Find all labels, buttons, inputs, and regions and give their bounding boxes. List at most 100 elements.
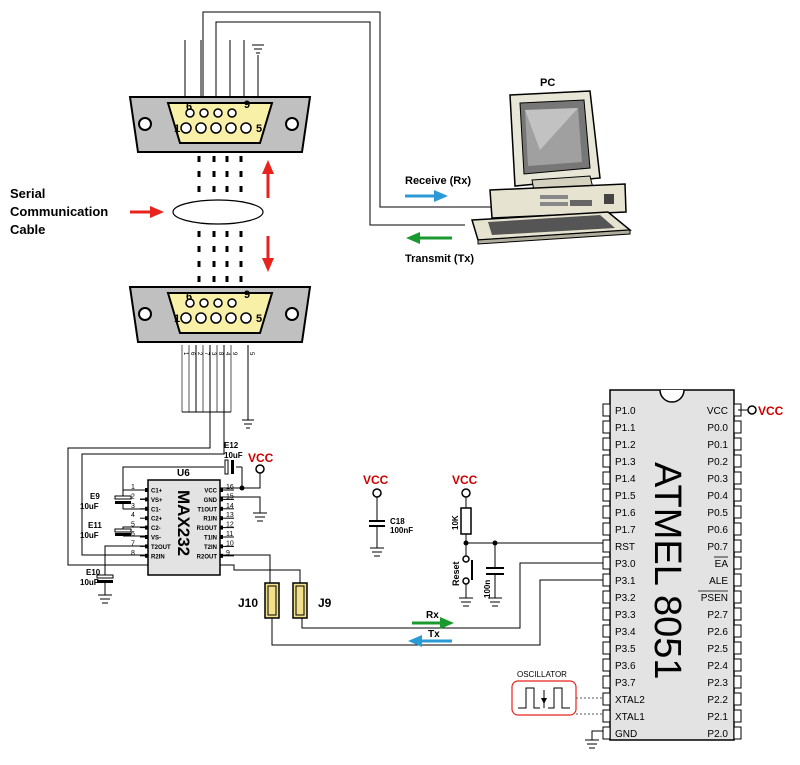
capacitor-e9: E9 10uF	[80, 492, 132, 511]
mcu-pin-right: P0.4	[707, 491, 728, 502]
max232-pin-number: 10	[226, 540, 234, 547]
max232-pin-number: 7	[131, 540, 135, 547]
mcu-pin-right: P2.7	[707, 610, 728, 621]
svg-text:E11: E11	[88, 521, 102, 530]
max232-pin-number: 8	[131, 550, 135, 557]
pin-label-1: 1	[174, 313, 180, 325]
mcu-pin-left: P3.5	[615, 644, 636, 655]
mcu-pin-left: P3.6	[615, 661, 636, 672]
serial-cable	[172, 156, 264, 284]
screw-hole	[138, 117, 152, 131]
max232-wiring	[67, 412, 605, 646]
mcu-pin-left: P3.1	[615, 576, 636, 587]
transmit-label: Transmit (Tx)	[405, 253, 474, 265]
reset-circuit: VCC 10K Reset 100n	[451, 473, 605, 607]
screw-hole	[285, 307, 299, 321]
max232-pin-name: T2IN	[204, 545, 217, 551]
max232-pin-name: GND	[204, 498, 218, 504]
mcu-pin-right: PSEN	[701, 593, 728, 604]
mcu-ground	[585, 730, 605, 749]
mcu-pin-right: P0.5	[707, 508, 728, 519]
max232-pin-name: VS-	[151, 536, 161, 542]
arrow-left-icon	[408, 635, 422, 647]
svg-text:100nF: 100nF	[390, 526, 413, 535]
mcu-pin-left: P3.2	[615, 593, 636, 604]
svg-text:100n: 100n	[483, 580, 492, 598]
max232-pin-number: 14	[226, 503, 234, 510]
svg-text:10uF: 10uF	[80, 531, 99, 540]
vcc-mcu: VCC	[738, 404, 784, 418]
max232-pin-name: R2OUT	[197, 554, 218, 560]
max232-pin-name: C1-	[151, 507, 161, 513]
arrow-up-icon	[262, 160, 274, 174]
svg-text:VCC: VCC	[452, 473, 478, 487]
max232-pin-name: T1OUT	[197, 507, 217, 513]
svg-text:J10: J10	[238, 596, 258, 610]
mcu-pin-right: P2.4	[707, 661, 728, 672]
max232-pin-name: T2OUT	[151, 545, 171, 551]
mcu-pin-right: EA	[715, 559, 729, 570]
max232-pin-name: T1IN	[204, 536, 217, 542]
mcu-pin-left: XTAL1	[615, 712, 645, 723]
screw-hole	[285, 117, 299, 131]
mcu-pin-right: P0.6	[707, 525, 728, 536]
cable-pin-number: 7	[203, 352, 209, 356]
oscillator: OSCILLATOR	[511, 670, 605, 716]
max232-pin-name: C2+	[151, 517, 163, 523]
db9-connector-bottom: 6 9 1 5	[128, 286, 312, 343]
max232-pin-number: 13	[226, 512, 234, 519]
cable-pin-number: 9	[231, 352, 237, 356]
mcu-pin-right: P0.0	[707, 423, 728, 434]
mcu-pin-left: GND	[615, 729, 637, 740]
arrow-down-icon	[541, 698, 547, 704]
svg-text:10K: 10K	[451, 515, 460, 530]
mcu-pin-right: ALE	[709, 576, 728, 587]
cable-pin-number: 8	[217, 352, 223, 356]
max232-pin-name: C1+	[151, 489, 163, 495]
jumper-j9: J9	[292, 582, 332, 619]
max232-pin-name: C2-	[151, 526, 161, 532]
pin-label-5: 5	[256, 123, 262, 135]
mcu-pin-right: P2.1	[707, 712, 728, 723]
svg-text:Reset: Reset	[451, 561, 461, 586]
mcu-pin-left: P3.7	[615, 678, 636, 689]
capacitor-e10: E10 10uF	[80, 568, 114, 587]
pin-label-9: 9	[244, 289, 250, 301]
cable-label-line3: Cable	[10, 222, 45, 237]
cable-ellipse	[172, 199, 264, 225]
max232-pin-number: 3	[131, 503, 135, 510]
mcu-pin-left: P1.6	[615, 508, 636, 519]
svg-text:10uF: 10uF	[80, 502, 99, 511]
mcu-pin-left: P1.4	[615, 474, 636, 485]
capacitor-e12: E12 10uF	[224, 441, 243, 475]
mcu-pin-right: P2.6	[707, 627, 728, 638]
arrow-right-icon	[440, 617, 454, 629]
jumper-j10: J10	[238, 582, 280, 619]
mcu-8051: ATMEL 8051	[609, 389, 735, 741]
cable-label-line2: Communication	[10, 204, 108, 219]
cable-label-line1: Serial	[10, 186, 45, 201]
cable-arrows	[130, 160, 274, 272]
arrow-down-icon	[262, 258, 274, 272]
max232-pin-number: 4	[131, 512, 135, 519]
max232-pin-name: R1IN	[203, 517, 217, 523]
max232-name: MAX232	[174, 490, 193, 556]
pin-label-5: 5	[256, 313, 262, 325]
capacitor-e11: E11 10uF	[80, 521, 132, 540]
capacitor-c18: VCC C18 100nF	[363, 473, 413, 557]
mcu-pin-right: P2.3	[707, 678, 728, 689]
screw-hole	[138, 307, 152, 321]
max232-pin-name: VS+	[151, 498, 163, 504]
mcu-pin-right: P0.7	[707, 542, 728, 553]
mcu-pin-left: P3.4	[615, 627, 636, 638]
mcu-pin-right: P0.3	[707, 474, 728, 485]
mcu-pin-left: P3.0	[615, 559, 636, 570]
mcu-pin-left: P1.0	[615, 406, 636, 417]
cable-pin-number: 5	[248, 352, 254, 356]
mcu-pin-right: P2.2	[707, 695, 728, 706]
mcu-pin-left: XTAL2	[615, 695, 645, 706]
max232-pin-number: 9	[226, 550, 230, 557]
arrow-right-icon	[434, 190, 448, 202]
desktop-case	[489, 183, 627, 219]
